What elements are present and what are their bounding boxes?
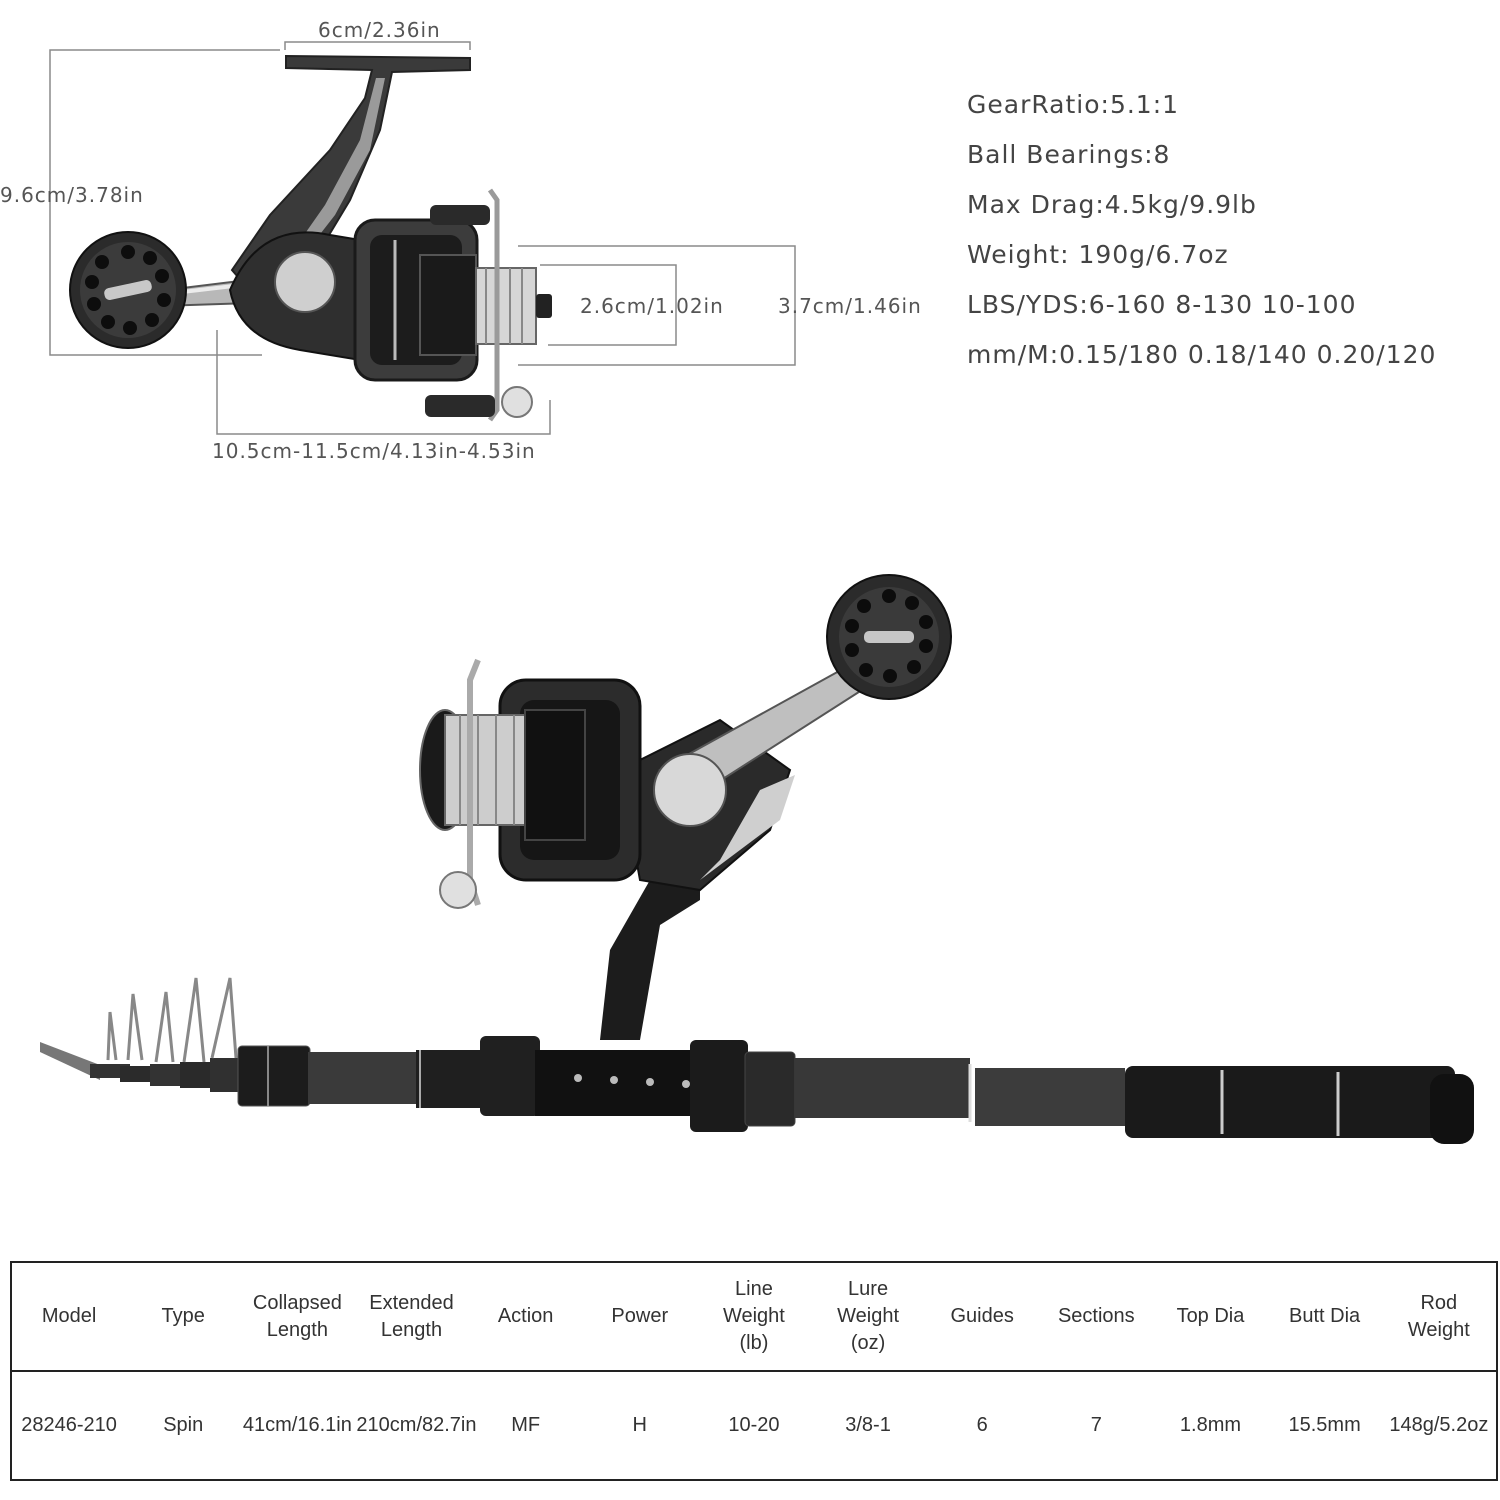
header-power: Power [582, 1263, 697, 1372]
cell-lure-weight: 3/8-1 [845, 1414, 891, 1436]
header-rod-weight: Rod Weight [1381, 1263, 1496, 1372]
rod-spec-table: Model Type Collapsed Length Extended Len… [10, 1261, 1498, 1481]
header-type: Type [126, 1263, 241, 1372]
header-line-weight: Line Weight (lb) [696, 1263, 811, 1372]
reel-stem [600, 860, 700, 1040]
cell-top-dia: 1.8mm [1179, 1414, 1242, 1436]
spec-lbs-yds: LBS/YDS:6-160 8-130 10-100 [967, 290, 1357, 319]
cell-type: Spin [163, 1414, 204, 1436]
cell-power: H [632, 1414, 647, 1436]
bail-arm-side [439, 658, 481, 909]
spec-ball-bearings: Ball Bearings:8 [967, 140, 1171, 169]
table-header-row: Model Type Collapsed Length Extended Len… [12, 1263, 1496, 1372]
rod-and-reel-illustration [40, 574, 1474, 1144]
header-lure-weight: Lure Weight (oz) [810, 1263, 926, 1372]
header-extended-length: Extended Length [354, 1263, 469, 1372]
header-action: Action [468, 1263, 583, 1372]
reel-spool [419, 254, 552, 356]
reel-dimension-illustration [49, 41, 796, 435]
dim-length-label: 10.5cm-11.5cm/4.13in-4.53in [212, 439, 536, 463]
cell-sections: 7 [1090, 1414, 1102, 1436]
header-model: Model [12, 1263, 127, 1372]
cell-action: MF [511, 1414, 541, 1436]
cell-model: 28246-210 [21, 1414, 117, 1436]
cell-line-weight: 10-20 [728, 1414, 780, 1436]
reel-spool-side [419, 709, 586, 841]
handle-side [653, 574, 952, 827]
dim-spool-outer-label: 3.7cm/1.46in [778, 294, 922, 318]
handle-knob [69, 231, 187, 349]
dim-width-label: 6cm/2.36in [318, 18, 441, 42]
rod-guides [106, 977, 238, 1063]
bail-arm [425, 188, 533, 422]
header-collapsed-length: Collapsed Length [240, 1263, 355, 1372]
header-butt-dia: Butt Dia [1267, 1263, 1382, 1372]
header-sections: Sections [1039, 1263, 1154, 1372]
spec-mm-m: mm/M:0.15/180 0.18/140 0.20/120 [967, 340, 1437, 369]
cell-rod-weight: 148g/5.2oz [1389, 1414, 1489, 1436]
cell-butt-dia: 15.5mm [1288, 1414, 1361, 1436]
spec-gear-ratio: GearRatio:5.1:1 [967, 90, 1180, 119]
cell-collapsed-length: 41cm/16.1in [242, 1414, 352, 1436]
cell-guides: 6 [976, 1414, 988, 1436]
rod-blank [40, 1036, 1474, 1144]
dim-height-label: 9.6cm/3.78in [0, 183, 144, 207]
spec-max-drag: Max Drag:4.5kg/9.9lb [967, 190, 1257, 219]
cell-extended-length: 210cm/82.7in [356, 1414, 477, 1436]
spec-weight: Weight: 190g/6.7oz [967, 240, 1229, 269]
dim-spool-inner-label: 2.6cm/1.02in [580, 294, 724, 318]
dimension-lines [49, 41, 796, 435]
table-row: 28246-210 Spin 41cm/16.1in 210cm/82.7in … [12, 1371, 1496, 1479]
header-top-dia: Top Dia [1153, 1263, 1268, 1372]
header-guides: Guides [925, 1263, 1040, 1372]
